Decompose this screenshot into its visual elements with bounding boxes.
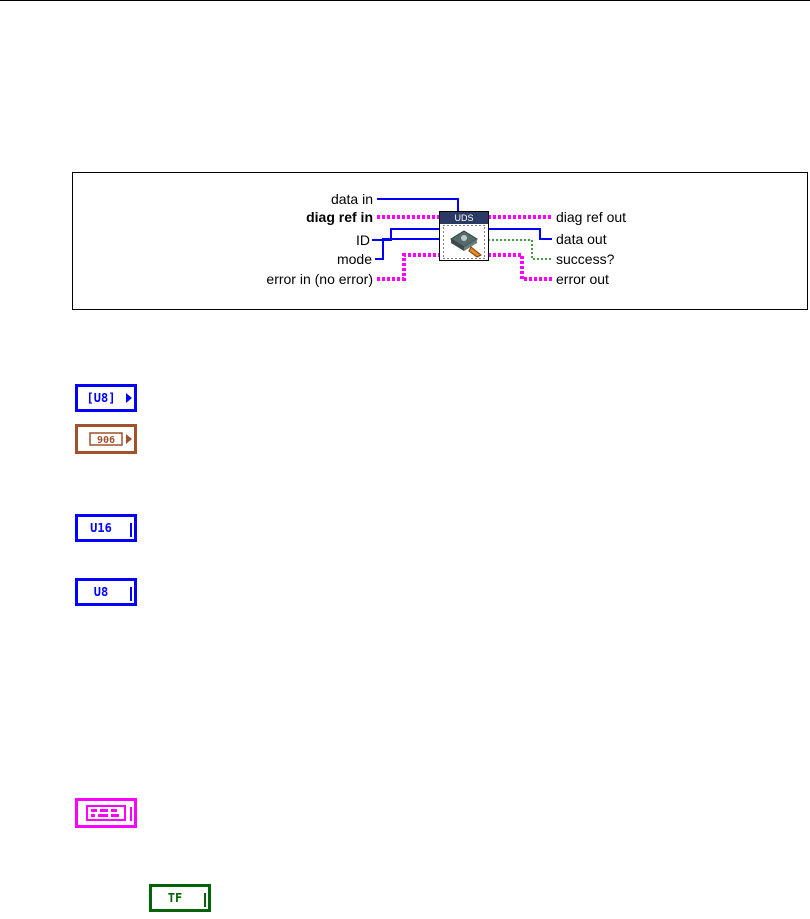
top-rule	[0, 0, 810, 1]
cluster-ref-icon: 906	[75, 424, 137, 454]
id-label: ID	[356, 232, 370, 248]
u8-numeric-icon: U8	[75, 578, 137, 606]
vi-title: UDS	[440, 212, 488, 224]
success-wire	[488, 239, 552, 260]
diag-ref-in-label: diag ref in	[306, 209, 373, 225]
error-out-label: error out	[556, 271, 609, 287]
data-out-wire	[488, 228, 552, 240]
array-u8-icon: [U8]	[75, 384, 137, 412]
mode-label: mode	[336, 251, 372, 267]
svg-text:906: 906	[97, 435, 115, 446]
id-wire	[372, 228, 440, 241]
error-out-wire	[488, 253, 552, 281]
error-cluster-glyph	[86, 805, 126, 821]
data-in-wire	[377, 198, 459, 212]
u16-numeric-icon: U16	[75, 514, 137, 542]
mode-wire	[375, 238, 440, 260]
boolean-icon: TF	[149, 884, 211, 912]
data-in-label: data in	[330, 191, 373, 207]
vi-icon: UDS	[439, 211, 489, 261]
chip-icon	[443, 225, 485, 259]
data-out-label: data out	[556, 231, 607, 247]
error-cluster-icon	[75, 798, 137, 828]
diag-ref-out-label: diag ref out	[556, 209, 627, 225]
error-in-label: error in (no error)	[266, 271, 373, 287]
refnum-glyph: 906	[89, 432, 123, 446]
success-label: success?	[556, 251, 615, 267]
error-in-wire	[377, 253, 440, 281]
